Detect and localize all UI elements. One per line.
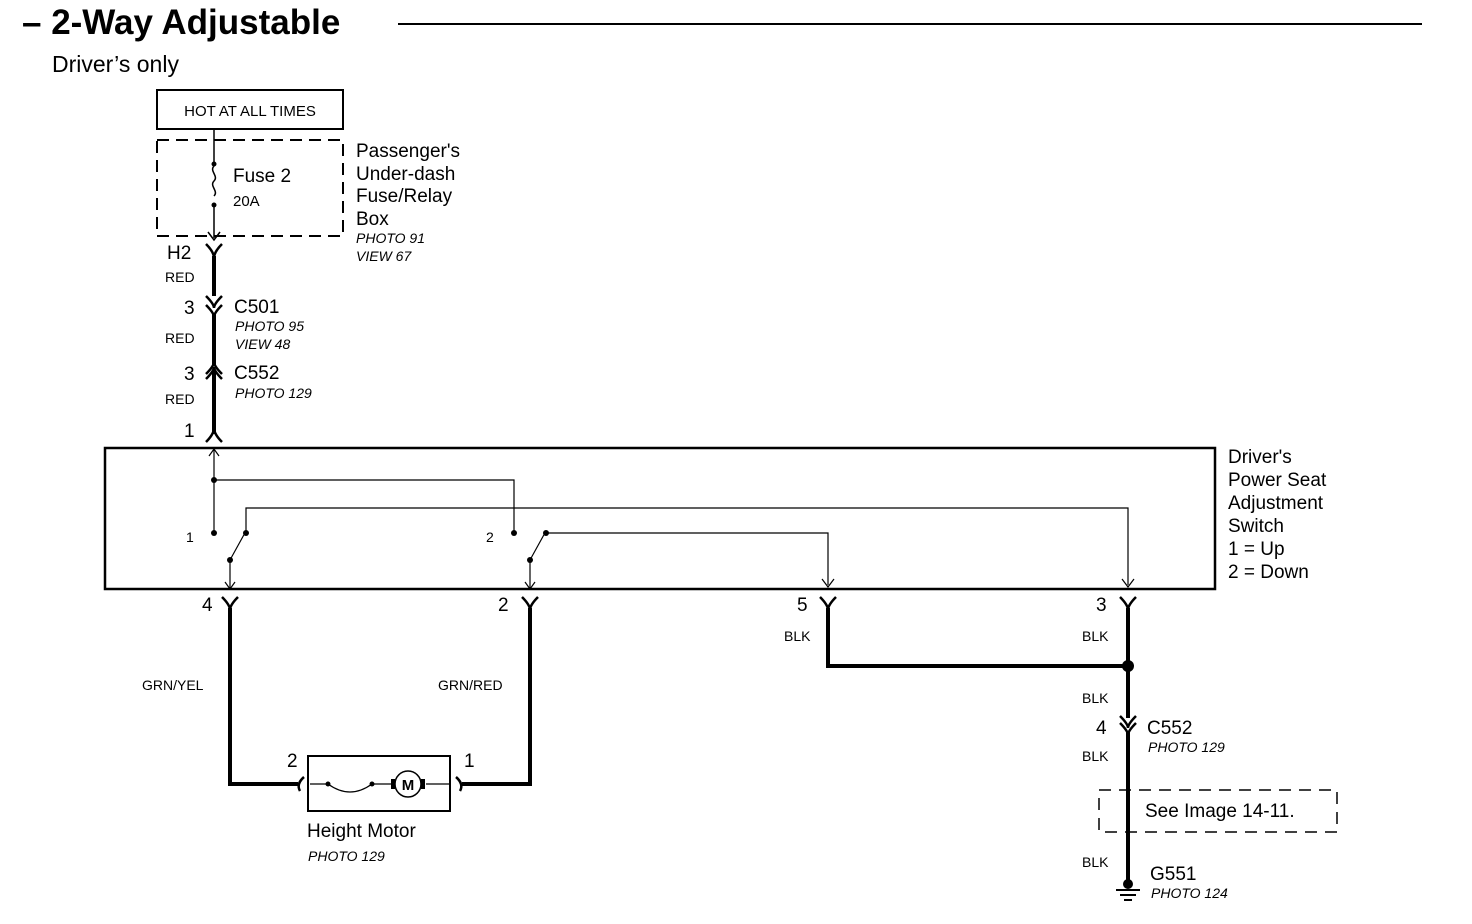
fuse-box-label-line-3: Fuse/Relay — [356, 186, 453, 207]
switch-contact-dots — [211, 477, 549, 563]
connector-c552-top-icon-upper — [205, 361, 223, 375]
wire-red-1-label: RED — [165, 269, 195, 285]
connector-h2-icon — [205, 243, 223, 259]
c552-bottom-name: C552 — [1147, 718, 1192, 739]
c501-view: VIEW 48 — [235, 336, 290, 352]
switch-label-line-6: 2 = Down — [1228, 562, 1309, 583]
wire-blk-splice-label: BLK — [1082, 690, 1109, 706]
switch-label-line-5: 1 = Up — [1228, 539, 1285, 560]
reference-text[interactable]: See Image 14-11. — [1145, 801, 1295, 822]
motor-photo: PHOTO 129 — [308, 848, 385, 864]
wire-grn-yel-label: GRN/YEL — [142, 677, 204, 693]
fuse-relay-box-outline — [156, 139, 344, 237]
switch-label-line-2: Power Seat — [1228, 470, 1327, 491]
hot-at-all-times-label: HOT AT ALL TIMES — [184, 103, 316, 120]
c552-bottom-pin: 4 — [1096, 718, 1107, 739]
fuse-terminal-top — [211, 161, 217, 167]
wire-grn-red — [462, 608, 532, 786]
motor-terminal-left — [325, 781, 331, 787]
wire-blk-ground-label: BLK — [1082, 854, 1109, 870]
fuse-box-label-line-2: Under-dash — [356, 164, 455, 185]
diagram-subtitle: Driver’s only — [52, 51, 179, 77]
fuse-box-label-line-1: Passenger's — [356, 141, 460, 162]
switch-pin-4: 4 — [202, 595, 213, 616]
switch-pin-5: 5 — [797, 595, 808, 616]
fuse-name: Fuse 2 — [233, 166, 291, 187]
pin-h2-label: H2 — [167, 243, 191, 264]
motor-symbol: M — [402, 777, 415, 794]
switch-contact-2-label: 2 — [486, 529, 494, 545]
motor-pin-2-label: 2 — [287, 751, 298, 772]
connector-c501-icon-top — [205, 295, 223, 309]
ground-name: G551 — [1150, 864, 1196, 885]
c552-top-photo: PHOTO 129 — [235, 385, 312, 401]
switch-contact-1-label: 1 — [186, 529, 194, 545]
fuse-rating: 20A — [233, 193, 260, 210]
fuse-icon — [211, 165, 217, 197]
connector-c552-top-icon-lower — [205, 366, 223, 380]
fuse-box-label-line-4: Box — [356, 209, 389, 230]
c552-top-pin: 3 — [184, 364, 195, 385]
blk-splice-dot — [1122, 660, 1134, 672]
motor-name: Height Motor — [307, 821, 416, 842]
diagram-title: – 2-Way Adjustable — [22, 3, 340, 42]
fuse-box-photo: PHOTO 91 — [356, 230, 425, 246]
wire-grn-yel — [228, 608, 298, 786]
switch-input-pin: 1 — [184, 421, 195, 442]
c501-photo: PHOTO 95 — [235, 318, 304, 334]
switch-pin-3: 3 — [1096, 595, 1107, 616]
motor-icon — [391, 770, 425, 798]
wire-blk-pin5-label: BLK — [784, 628, 811, 644]
ground-icon — [1116, 879, 1140, 901]
switch-pin-2: 2 — [498, 595, 509, 616]
switch-label-line-3: Adjustment — [1228, 493, 1324, 514]
switch-label-line-4: Switch — [1228, 516, 1284, 537]
ground-photo: PHOTO 124 — [1151, 885, 1228, 901]
fuse-output-arrow — [207, 231, 221, 242]
wire-blk-pin5 — [826, 608, 1128, 668]
c552-bottom-photo: PHOTO 129 — [1148, 739, 1225, 755]
switch-internal-wiring — [208, 447, 1135, 591]
wire-blk-c552-label: BLK — [1082, 748, 1109, 764]
connector-c552-bottom-icon-upper — [1119, 715, 1137, 729]
hot-at-all-times-box — [156, 89, 344, 130]
c501-pin: 3 — [184, 298, 195, 319]
power-seat-switch-box — [103, 446, 1217, 591]
wire-red-3-label: RED — [165, 391, 195, 407]
c501-name: C501 — [234, 297, 279, 318]
motor-pin-1-label: 1 — [464, 751, 475, 772]
motor-pin-2-connector-icon — [297, 776, 305, 792]
switch-label-line-1: Driver's — [1228, 447, 1292, 468]
fuse-box-view: VIEW 67 — [356, 248, 412, 264]
motor-pin-1-connector-icon — [455, 776, 463, 792]
c552-top-name: C552 — [234, 363, 279, 384]
switch-input-connector-icon — [205, 427, 223, 443]
motor-internal-wiring — [310, 783, 450, 793]
wire-blk-pin3-label: BLK — [1082, 628, 1109, 644]
wire-grn-red-label: GRN/RED — [438, 677, 503, 693]
wire-red-2-label: RED — [165, 330, 195, 346]
motor-terminal-right — [369, 781, 375, 787]
